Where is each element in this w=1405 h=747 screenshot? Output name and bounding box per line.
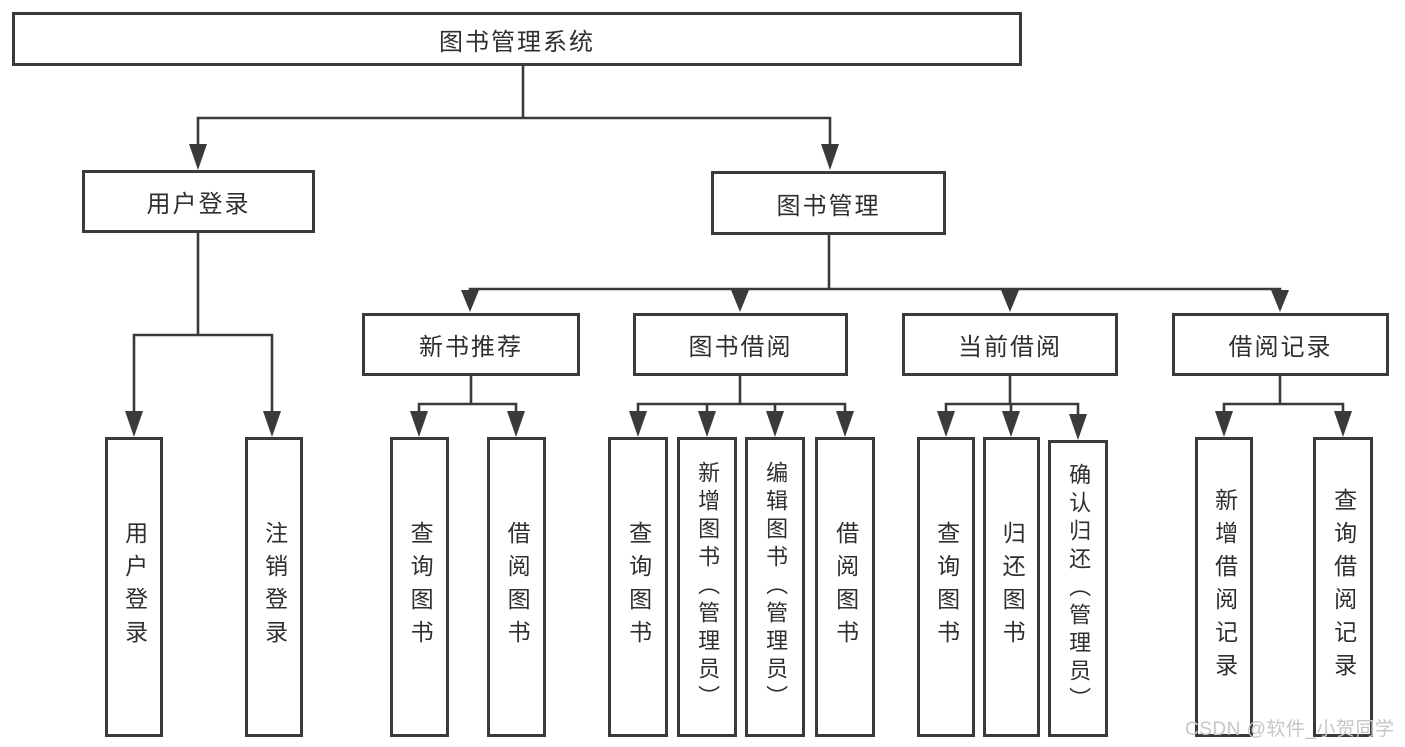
node-label: 注销登录 — [261, 521, 288, 653]
node-label: 编辑图书（管理员） — [763, 461, 789, 713]
leaf-confirm-return-admin: 确认归还（管理员） — [1048, 440, 1108, 737]
node-label: 图书管理 — [776, 192, 881, 220]
node-label: 归还图书 — [999, 521, 1026, 653]
node-label: 图书借阅 — [688, 334, 793, 361]
leaf-add-borrow-record: 新增借阅记录 — [1195, 437, 1253, 737]
node-label: 查询图书 — [625, 521, 652, 653]
node-borrowing-records: 借阅记录 — [1172, 313, 1389, 376]
leaf-borrow-books-borrowing: 借阅图书 — [815, 437, 875, 737]
node-book-borrowing: 图书借阅 — [633, 313, 848, 376]
leaf-add-books-admin: 新增图书（管理员） — [677, 437, 737, 737]
leaf-query-books-current: 查询图书 — [917, 437, 975, 737]
node-user-login: 用户登录 — [82, 170, 315, 233]
node-label: 用户登录 — [146, 191, 251, 218]
node-label: 查询图书 — [933, 521, 960, 653]
node-label: 新增借阅记录 — [1211, 488, 1238, 686]
leaf-query-books-recommend: 查询图书 — [390, 437, 449, 737]
leaf-borrow-books-recommend: 借阅图书 — [487, 437, 546, 737]
leaf-edit-books-admin: 编辑图书（管理员） — [745, 437, 805, 737]
node-label: 借阅图书 — [504, 521, 531, 653]
leaf-user-login: 用户登录 — [105, 437, 163, 737]
node-book-management: 图书管理 — [711, 171, 946, 235]
leaf-return-books: 归还图书 — [983, 437, 1040, 737]
node-current-borrowing: 当前借阅 — [902, 313, 1118, 376]
node-label: 查询借阅记录 — [1330, 488, 1357, 686]
node-book-management-system: 图书管理系统 — [12, 12, 1022, 66]
leaf-logout: 注销登录 — [245, 437, 303, 737]
node-new-book-recommendation: 新书推荐 — [362, 313, 580, 376]
node-label: 确认归还（管理员） — [1066, 462, 1092, 715]
csdn-watermark: CSDN @软件_小贺同学 — [1185, 719, 1395, 740]
leaf-query-borrow-record: 查询借阅记录 — [1313, 437, 1373, 737]
node-label: 借阅图书 — [832, 521, 859, 653]
leaf-query-books-borrowing: 查询图书 — [608, 437, 668, 737]
node-label: 当前借阅 — [958, 334, 1062, 361]
node-label: 借阅记录 — [1228, 334, 1333, 361]
node-label: 用户登录 — [121, 521, 148, 653]
node-label: 新书推荐 — [419, 334, 523, 361]
node-label: 图书管理系统 — [439, 28, 595, 56]
arrowheads — [125, 144, 1352, 440]
node-label: 查询图书 — [407, 521, 434, 653]
node-label: 新增图书（管理员） — [695, 461, 721, 713]
